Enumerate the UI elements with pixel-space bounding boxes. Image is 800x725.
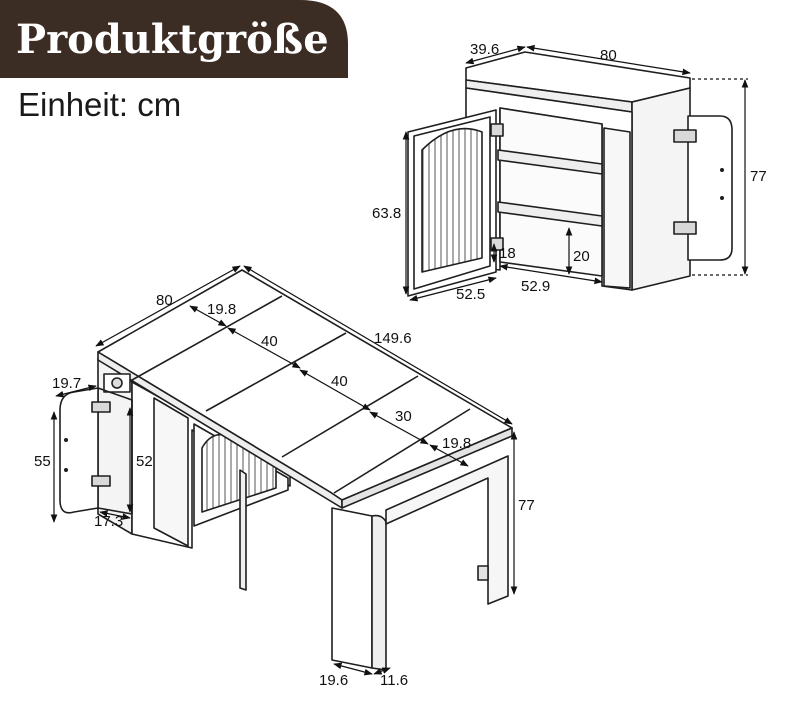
cabinet-door-width-label: 52.5 (456, 286, 485, 303)
side-door-depth-label: 19.7 (52, 375, 81, 392)
cabinet-hinge-gap-label: 18 (499, 245, 516, 262)
side-door-outer-height-label: 55 (34, 453, 51, 470)
table-depth-label: 80 (156, 292, 173, 309)
table-foot (477, 565, 489, 581)
table-end-panel-front (331, 507, 373, 669)
table-leaf-b-label: 19.8 (442, 435, 471, 452)
hinge-icon (490, 123, 504, 137)
table-leaf-a-label: 19.8 (207, 301, 236, 318)
page-title: Produktgröße (16, 16, 329, 63)
cabinet-shelf-clearance-label: 20 (573, 248, 590, 265)
table-section-3-label: 30 (395, 408, 412, 425)
table-section-1-label: 40 (261, 333, 278, 350)
dial-icon (111, 377, 123, 389)
table-dimension-lines (50, 265, 518, 676)
table-leg-width-label: 11.6 (380, 672, 408, 689)
table-leg-depth-label: 19.6 (319, 672, 348, 689)
table-illustration (59, 269, 513, 671)
hinge-icon (91, 475, 111, 487)
side-door-width-label: 17.3 (94, 513, 123, 530)
table-section-2-label: 40 (331, 373, 348, 390)
side-door-inner-height-label: 52 (136, 453, 153, 470)
cabinet-illustration (407, 51, 733, 297)
table-base-pillar (153, 397, 189, 547)
side-door-right (687, 115, 733, 261)
cabinet-shelf-upper (497, 149, 603, 175)
hinge-icon (673, 129, 697, 143)
table-height-label: 77 (518, 497, 535, 514)
cabinet-depth-label: 39.6 (470, 41, 499, 58)
cabinet-width-label: 80 (600, 47, 617, 64)
cabinet-front-pillar (603, 127, 631, 289)
cabinet-inner-width-label: 52.9 (521, 278, 550, 295)
title-banner-shape (0, 0, 348, 78)
cabinet-shelf-lower (497, 201, 603, 227)
title-banner: Produktgröße (0, 0, 348, 78)
cabinet-height-label: 77 (750, 168, 767, 185)
cabinet-door-height-label: 63.8 (372, 205, 401, 222)
table-end-panel-edge (371, 514, 387, 671)
unit-label: Einheit: cm (18, 86, 182, 123)
cabinet-dimension-lines (402, 44, 749, 302)
cabinet-door-slats (421, 127, 483, 273)
table-end-panel-side (385, 455, 509, 605)
cabinet-right-side (631, 87, 691, 291)
table-length-label: 149.6 (374, 330, 412, 347)
hinge-icon (673, 221, 697, 235)
table-support-leg (239, 469, 247, 591)
hinge-icon (91, 401, 111, 413)
